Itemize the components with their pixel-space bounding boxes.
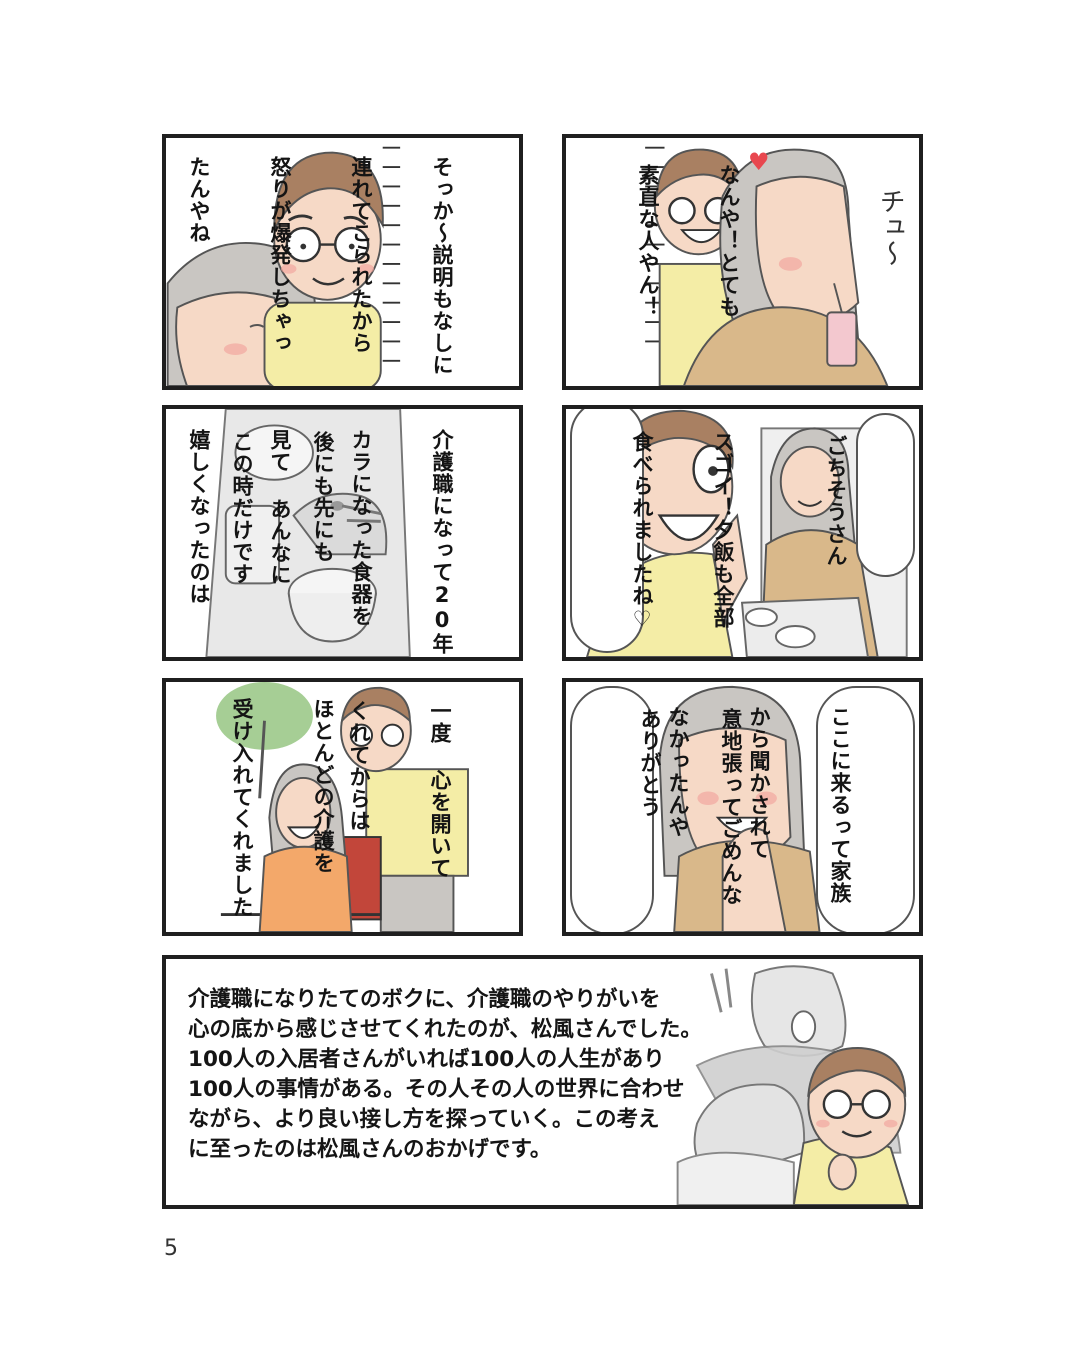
- illustration-resident-drinking: [645, 146, 889, 386]
- narration-panel-5a: 一度 心を開いて くれてからは: [347, 700, 452, 879]
- illustration-wheelchair-smile: [216, 682, 469, 932]
- speech-bubble-caregiver: [570, 409, 644, 653]
- speech-bubble-family: [816, 686, 915, 932]
- panel-4: ごちそうさん スゴイ！夕飯も全部 食べられましたね♡: [562, 405, 923, 661]
- illustration-caregiver-and-resident: [166, 146, 401, 386]
- panel-6: ここに来るって家族 から聞かされて なかったんや 意地張ってごめんな ありがとう: [562, 678, 923, 936]
- dialogue-panel-2: なんや！とても 素直な人やん！: [636, 164, 741, 318]
- dialogue-panel-1: そっか～説明もなしに 連れてこられたから 怒りが爆発しちゃっ たんやね: [187, 156, 454, 376]
- dialogue-caregiver-sugoi: スゴイ！夕飯も全部 食べられましたね♡: [630, 431, 735, 632]
- panel-1: そっか～説明もなしに 連れてこられたから 怒りが爆発しちゃっ たんやね: [162, 134, 523, 390]
- dialogue-panel-6-apology: 意地張ってごめんな ありがとう: [638, 708, 743, 906]
- page-number: 5: [164, 1236, 178, 1261]
- sound-effect-sip: チュ～: [875, 188, 905, 266]
- dialogue-panel-6-family: ここに来るって家族 から聞かされて なかったんや: [666, 706, 852, 904]
- narration-panel-5b: ほとんどの介護を 受け入れてくれました: [230, 698, 335, 918]
- illustration-empty-dishes-tray: [205, 409, 411, 657]
- panel-5: 一度 心を開いて くれてからは ほとんどの介護を 受け入れてくれました: [162, 678, 523, 936]
- panel-3: 介護職になって20年 カラになった食器を 見て あんなに 嬉しくなったのは 後に…: [162, 405, 523, 661]
- panel-2: なんや！とても 素直な人やん！ ♥ チュ～: [562, 134, 923, 390]
- heart-icon: ♥: [748, 148, 770, 176]
- illustration-memory-and-caregiver: [676, 965, 910, 1205]
- panel-bottom-narration: 介護職になりたてのボクに、介護職のやりがいを 心の底から感じさせてくれたのが、松…: [162, 955, 923, 1209]
- dialogue-resident-gochisousan: ごちそうさん: [824, 435, 848, 567]
- speech-bubble-resident: [856, 413, 915, 577]
- illustration-resident-apologizing: [658, 685, 821, 932]
- speech-bubble-apology: [570, 686, 654, 932]
- narration-panel-3b: 後にも先にも この時だけです: [230, 431, 335, 585]
- narration-panel-3a: 介護職になって20年 カラになった食器を 見て あんなに 嬉しくなったのは: [187, 429, 454, 655]
- narration-text: 介護職になりたてのボクに、介護職のやりがいを 心の底から感じさせてくれたのが、松…: [188, 987, 702, 1162]
